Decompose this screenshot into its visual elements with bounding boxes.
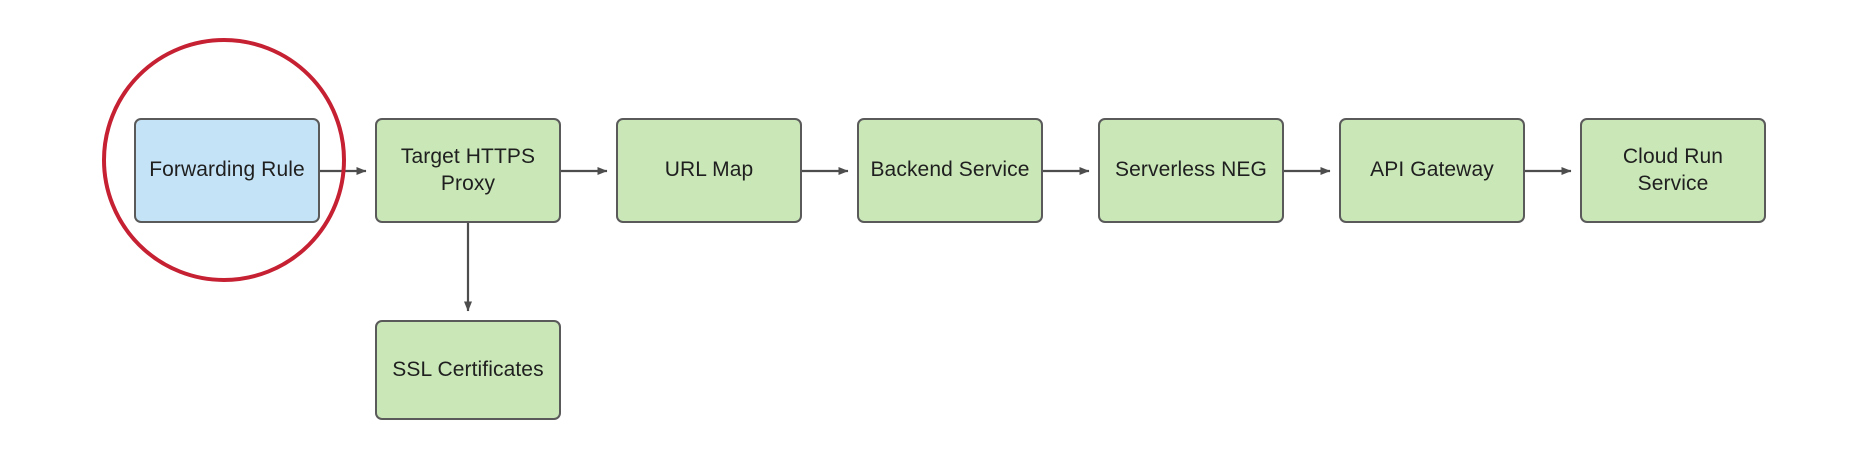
node-cloud-run-service-label: Cloud Run Service bbox=[1622, 144, 1724, 195]
node-ssl-certificates[interactable]: SSL Certificates bbox=[375, 320, 561, 420]
node-ssl-certificates-label: SSL Certificates bbox=[392, 357, 544, 381]
node-url-map[interactable]: URL Map bbox=[616, 118, 802, 223]
node-target-https-proxy[interactable]: Target HTTPS Proxy bbox=[375, 118, 561, 223]
node-backend-service[interactable]: Backend Service bbox=[857, 118, 1043, 223]
node-url-map-label: URL Map bbox=[664, 158, 754, 182]
node-api-gateway-label: API Gateway bbox=[1370, 158, 1494, 182]
node-serverless-neg[interactable]: Serverless NEG bbox=[1098, 118, 1284, 223]
node-api-gateway[interactable]: API Gateway bbox=[1339, 118, 1525, 223]
node-serverless-neg-label: Serverless NEG bbox=[1115, 158, 1267, 182]
node-target-https-proxy-label: Target HTTPS Proxy bbox=[400, 144, 536, 195]
forwarding-rule-highlight-circle bbox=[102, 38, 346, 282]
node-forwarding-rule-label: Forwarding Rule bbox=[149, 158, 305, 182]
node-backend-service-label: Backend Service bbox=[870, 158, 1030, 182]
node-cloud-run-service[interactable]: Cloud Run Service bbox=[1580, 118, 1766, 223]
node-forwarding-rule[interactable]: Forwarding Rule bbox=[134, 118, 320, 223]
